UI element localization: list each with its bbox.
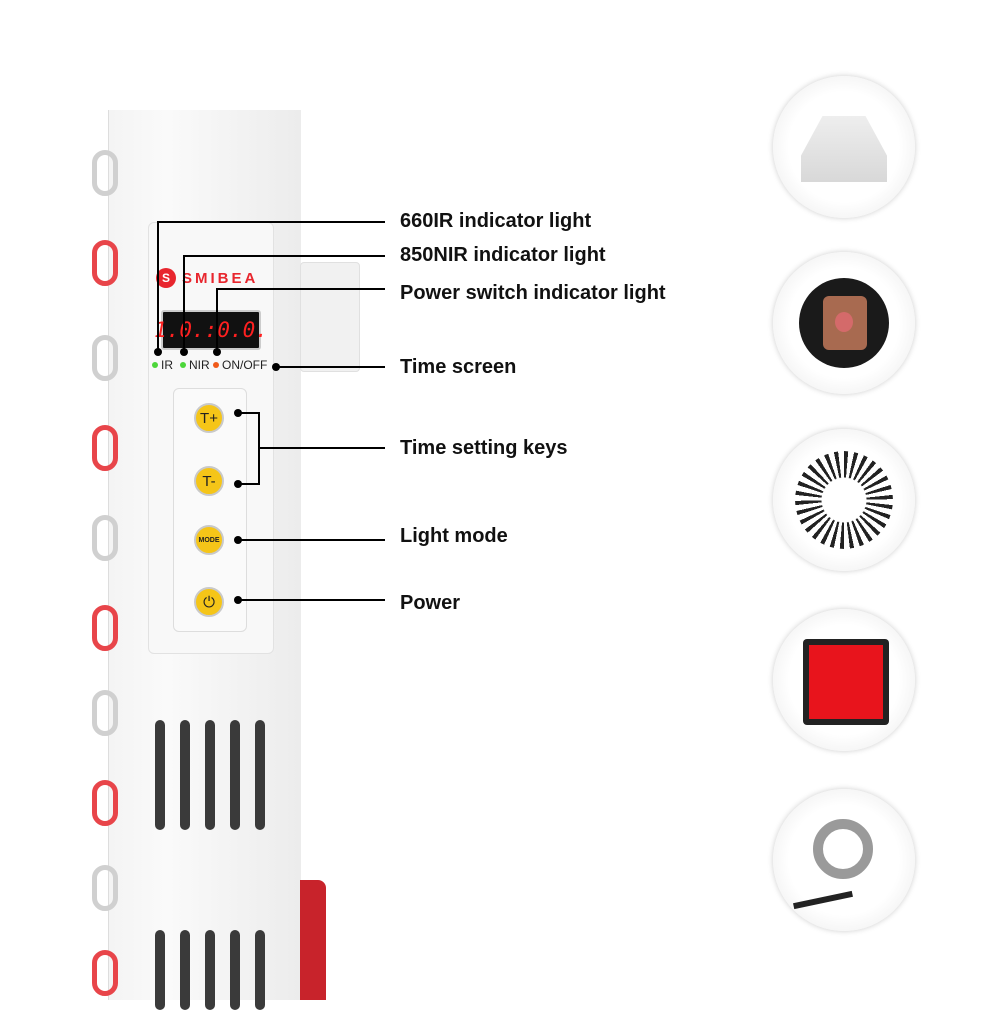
side-switch: [300, 880, 326, 1000]
bulb: [92, 515, 118, 561]
callout-bracket-keys: [238, 412, 260, 485]
indicator-label: NIR: [189, 358, 210, 372]
power-button[interactable]: ⏻: [194, 587, 224, 617]
bulb: [92, 335, 118, 381]
bulb: [92, 240, 118, 286]
bulb: [92, 150, 118, 196]
brand-logo: S SMIBEA: [156, 268, 258, 288]
bulb: [92, 865, 118, 911]
t-plus-button[interactable]: T+: [194, 403, 224, 433]
bulb: [92, 690, 118, 736]
indicator-label: ON/OFF: [222, 358, 268, 372]
detail-fan-vent: [773, 429, 915, 571]
detail-rocker-switch: [773, 609, 915, 751]
callout-nir: 850NIR indicator light: [400, 244, 606, 266]
vent-slot: [230, 720, 240, 830]
t-minus-button[interactable]: T-: [194, 466, 224, 496]
led-onoff: [213, 362, 219, 368]
callout-line-power-indicator: [216, 288, 385, 352]
detail-eye-bolt: [773, 789, 915, 931]
callout-power: Power: [400, 592, 461, 614]
vent-slot: [255, 930, 265, 1010]
bulb: [92, 950, 118, 996]
callout-line-nir: [183, 255, 385, 352]
led-nir: [180, 362, 186, 368]
vent-slot: [180, 720, 190, 830]
mode-button[interactable]: MODE: [194, 525, 224, 555]
indicator-label: IR: [161, 358, 173, 372]
vent-slot: [205, 930, 215, 1010]
vent-slot: [155, 930, 165, 1010]
logo-icon: S: [156, 268, 176, 288]
detail-foot-cap: [773, 76, 915, 218]
bulb: [92, 780, 118, 826]
indicator-ir: IR: [152, 358, 173, 372]
brand-name: SMIBEA: [182, 269, 259, 287]
callout-light-mode: Light mode: [400, 525, 508, 547]
callout-time-keys: Time setting keys: [400, 437, 568, 459]
indicator-onoff: ON/OFF: [213, 358, 267, 372]
indicator-nir: NIR: [180, 358, 210, 372]
power-icon: ⏻: [203, 593, 215, 611]
callout-ir: 660IR indicator light: [400, 210, 592, 232]
vent-slot: [205, 720, 215, 830]
bulb: [92, 425, 118, 471]
vent-slot: [155, 720, 165, 830]
callout-line-ir: [157, 221, 385, 352]
vent-slot: [230, 930, 240, 1010]
led-ir: [152, 362, 158, 368]
detail-light-bead: [773, 252, 915, 394]
bulb: [92, 605, 118, 651]
callout-power-indicator: Power switch indicator light: [400, 282, 666, 304]
vent-slot: [255, 720, 265, 830]
side-bracket: [300, 262, 360, 372]
time-screen: 1.0.:0.0.: [154, 310, 268, 350]
vent-slot: [180, 930, 190, 1010]
callout-time-screen: Time screen: [400, 356, 517, 378]
